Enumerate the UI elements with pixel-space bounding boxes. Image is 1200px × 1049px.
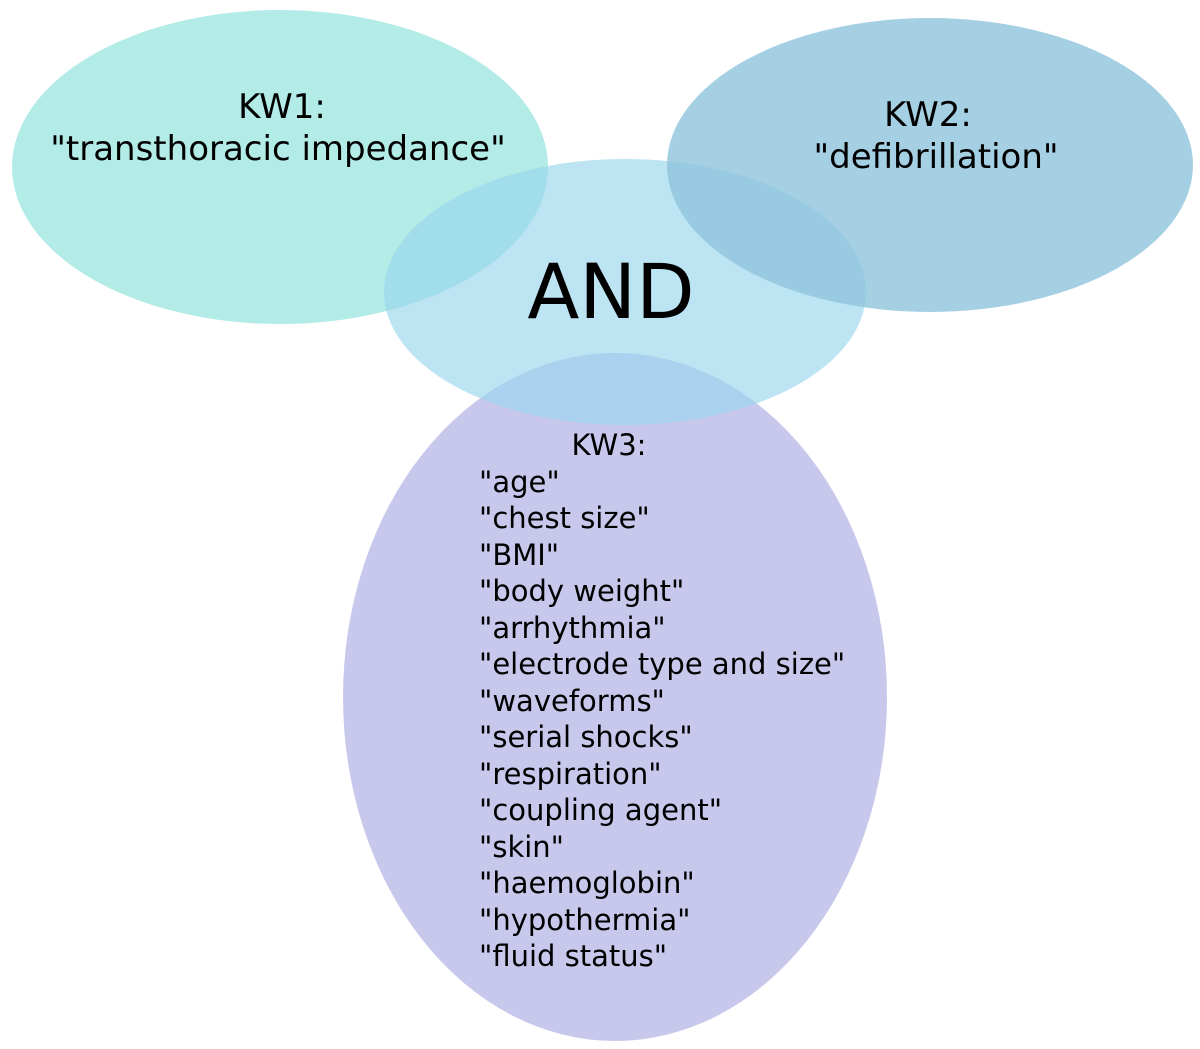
kw3-term: "body weight" <box>479 574 684 608</box>
kw3-term: "hypothermia" <box>479 903 690 937</box>
kw1-term: "transthoracic impedance" <box>50 129 505 169</box>
kw3-term: "fluid status" <box>479 939 667 973</box>
kw3-term: "coupling agent" <box>479 793 722 827</box>
kw3-term: "arrhythmia" <box>479 611 666 645</box>
kw3-term-list: "age" "chest size" "BMI" "body weight" "… <box>479 465 845 973</box>
kw1-label: KW1: "transthoracic impedance" <box>50 87 505 169</box>
kw3-term: "skin" <box>479 830 564 864</box>
kw3-term: "age" <box>479 465 560 499</box>
kw1-title: KW1: <box>238 87 326 127</box>
kw3-term: "serial shocks" <box>479 720 693 754</box>
kw3-term: "BMI" <box>479 538 559 572</box>
kw2-title: KW2: <box>884 95 972 135</box>
kw3-term: "electrode type and size" <box>479 647 845 681</box>
kw3-title: KW3: <box>572 428 647 462</box>
kw3-ellipse <box>343 353 887 1041</box>
and-operator-label: AND <box>527 247 694 336</box>
kw3-term: "waveforms" <box>479 684 665 718</box>
kw3-term: "respiration" <box>479 757 662 791</box>
kw2-term: "defibrillation" <box>813 137 1058 177</box>
kw3-term: "chest size" <box>479 501 650 535</box>
kw2-ellipse <box>667 18 1193 312</box>
kw3-term: "haemoglobin" <box>479 866 695 900</box>
kw2-label: KW2: "defibrillation" <box>813 95 1058 177</box>
